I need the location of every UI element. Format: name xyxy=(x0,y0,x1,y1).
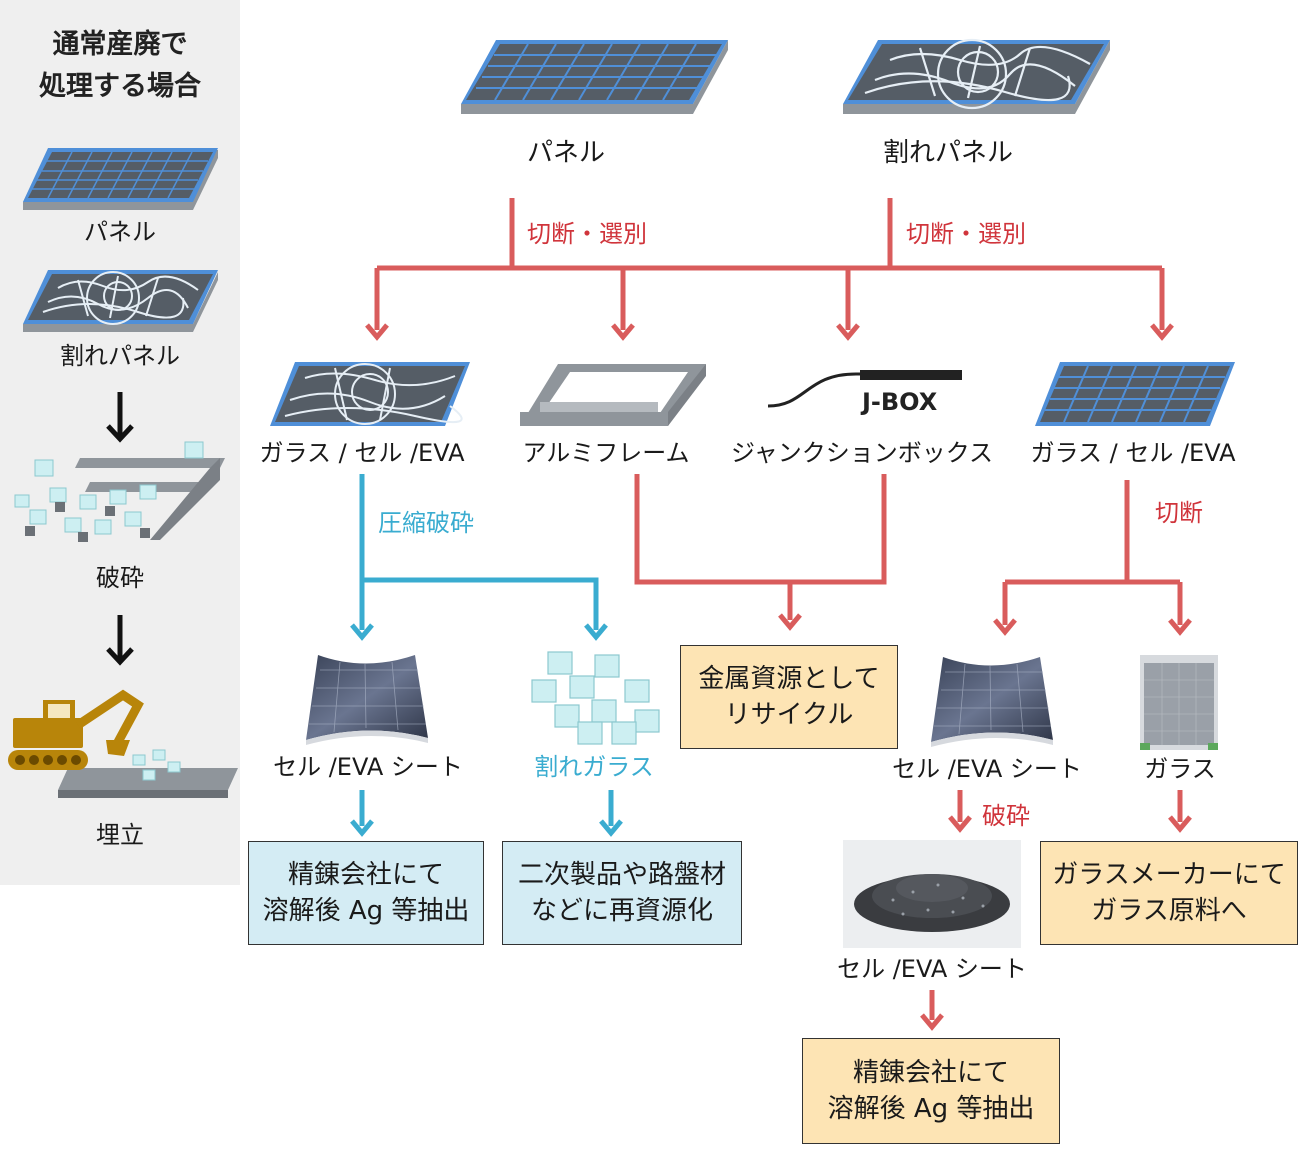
broken-glass-cell-eva-icon xyxy=(270,362,470,426)
process-cut-sort-left: 切断・選別 xyxy=(527,220,647,248)
crushed-sheet-photo xyxy=(843,840,1021,948)
outcome-metal-line1: 金属資源として xyxy=(698,664,880,694)
sidebar-step-panel: パネル xyxy=(84,218,156,246)
jbox-logo-text: J-BOX xyxy=(860,388,938,416)
solar-panel-icon xyxy=(23,148,218,210)
aluminum-frame-icon xyxy=(520,364,706,426)
cell-eva-sheet-photo xyxy=(931,657,1053,747)
outcome-refine-left-line1: 精錬会社にて xyxy=(287,860,444,890)
junction-box-icon: J-BOX xyxy=(767,370,962,416)
blue-connectors xyxy=(359,474,614,826)
sidebar-title-line2: 処理する場合 xyxy=(39,71,201,102)
sidebar-step-crushing: 破砕 xyxy=(96,564,144,592)
outcome-glass-maker: ガラスメーカーにて ガラス原料へ xyxy=(1040,841,1298,945)
process-cut-sort-right: 切断・選別 xyxy=(906,220,1026,248)
outcome-metal-line2: リサイクル xyxy=(724,700,854,730)
process-compress-crush: 圧縮破砕 xyxy=(378,509,474,537)
junction-box-label: ジャンクションボックス xyxy=(730,439,994,467)
outcome-refine-right-line2: 溶解後 Ag 等抽出 xyxy=(827,1094,1035,1124)
right-glass-cell-eva-label: ガラス / セル /EVA xyxy=(1030,439,1236,467)
broken-glass-label: 割れガラス xyxy=(534,753,654,781)
outcome-secondary-line2: などに再資源化 xyxy=(530,896,713,926)
sidebar-step-landfill: 埋立 xyxy=(96,821,144,849)
conventional-disposal-sidebar: 通常産廃で 処理する場合 パネル 割れパネル xyxy=(0,0,240,885)
sidebar-step-broken-panel: 割れパネル xyxy=(60,342,180,370)
outcome-metal-recycle: 金属資源として リサイクル xyxy=(680,645,898,749)
down-arrow-icon xyxy=(106,392,134,443)
red-connectors xyxy=(374,198,1183,1020)
down-arrow-icon xyxy=(106,615,134,666)
aluminum-frame-label: アルミフレーム xyxy=(522,439,690,467)
broken-glass-cubes-icon xyxy=(531,651,660,745)
outcome-secondary-products: 二次製品や路盤材 などに再資源化 xyxy=(502,841,742,945)
sidebar-title: 通常産廃で 処理する場合 xyxy=(0,24,240,108)
outcome-secondary-line1: 二次製品や路盤材 xyxy=(517,860,726,890)
right-sheet-label: セル /EVA シート xyxy=(892,755,1082,783)
crushing-icon xyxy=(14,441,225,542)
cell-eva-sheet-photo xyxy=(306,655,428,745)
broken-panel-label: 割れパネル xyxy=(882,138,1014,168)
red-arrowheads xyxy=(365,323,1192,1031)
broken-solar-panel-icon xyxy=(843,38,1110,114)
outcome-refine-left-line2: 溶解後 Ag 等抽出 xyxy=(262,896,470,926)
sidebar-title-line1: 通常産廃で xyxy=(52,29,188,60)
outcome-glass-maker-line2: ガラス原料へ xyxy=(1091,896,1247,926)
blue-arrowheads xyxy=(350,623,623,837)
excavator-landfill-icon xyxy=(8,689,238,798)
outcome-glass-maker-line1: ガラスメーカーにて xyxy=(1052,860,1286,890)
glass-label: ガラス xyxy=(1144,755,1216,783)
outcome-refine-left: 精錬会社にて 溶解後 Ag 等抽出 xyxy=(248,841,484,945)
solar-panel-icon xyxy=(461,40,728,114)
broken-solar-panel-icon xyxy=(23,270,218,332)
outcome-refine-right: 精錬会社にて 溶解後 Ag 等抽出 xyxy=(802,1038,1060,1144)
crushed-sheet-label: セル /EVA シート xyxy=(837,955,1027,983)
process-cut: 切断 xyxy=(1155,499,1203,527)
left-glass-cell-eva-label: ガラス / セル /EVA xyxy=(259,439,465,467)
glass-sheet-photo xyxy=(1140,655,1218,750)
process-crush: 破砕 xyxy=(982,802,1030,830)
glass-cell-eva-icon xyxy=(1035,362,1235,426)
outcome-refine-right-line1: 精錬会社にて xyxy=(852,1058,1009,1088)
left-sheet-label: セル /EVA シート xyxy=(273,753,463,781)
panel-label: パネル xyxy=(526,138,606,168)
